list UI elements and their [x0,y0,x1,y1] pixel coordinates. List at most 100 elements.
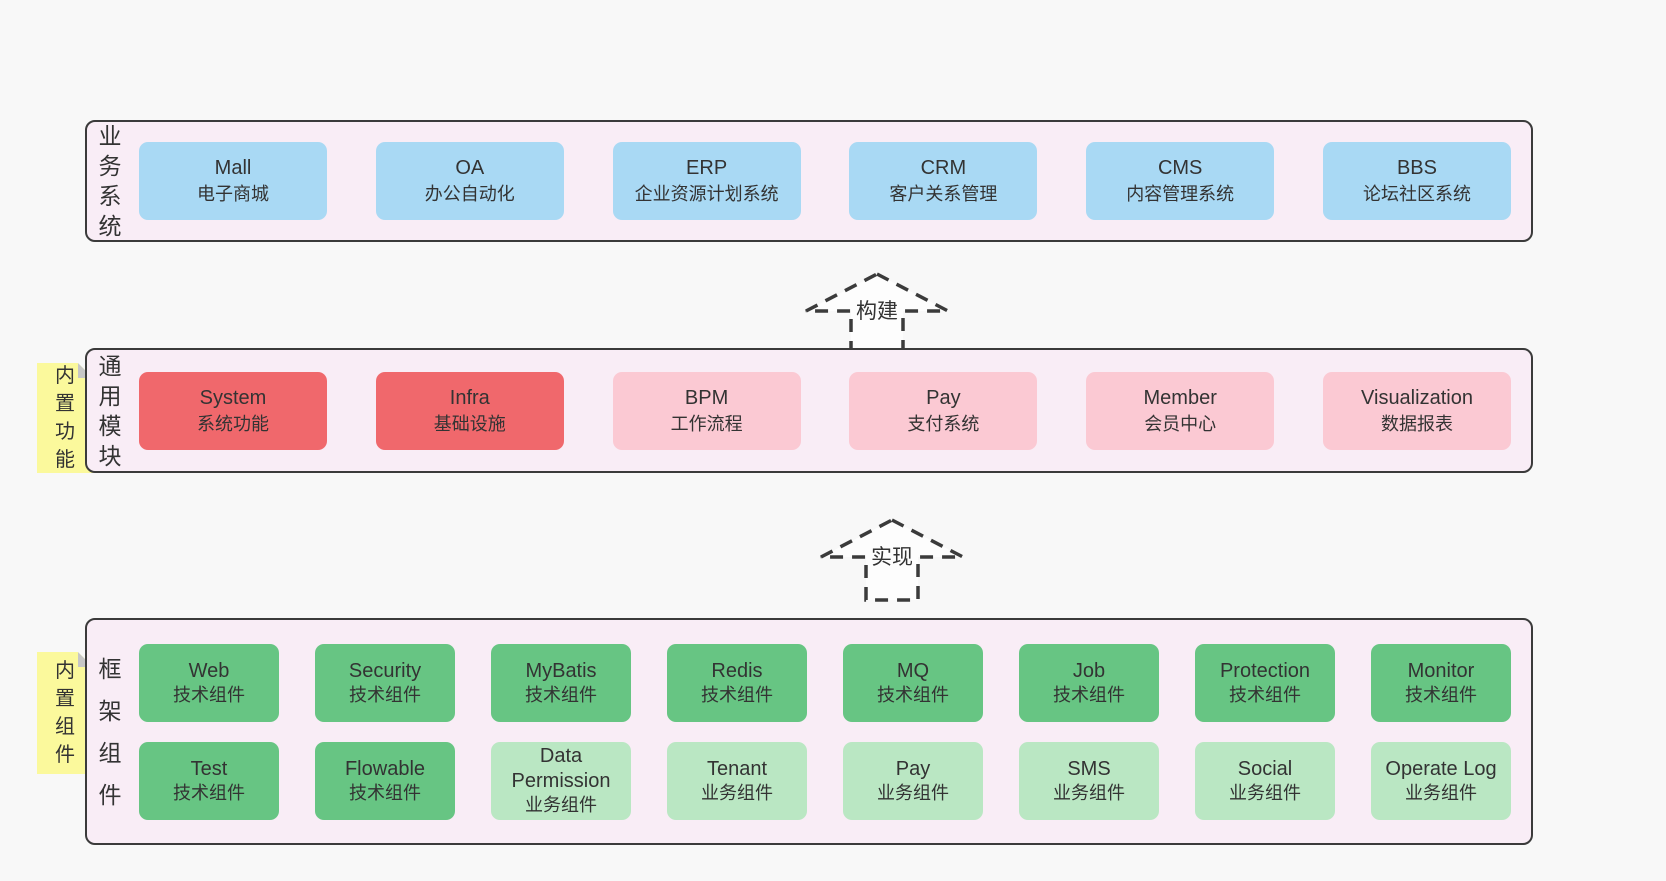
box-subtitle: 技术组件 [349,782,421,803]
common-modules-boxes: System 系统功能 Infra 基础设施 BPM 工作流程 Pay 支付系统… [133,350,1531,471]
box-title: ERP [686,157,728,180]
business-systems-boxes: Mall 电子商城 OA 办公自动化 ERP 企业资源计划系统 CRM 客户关系… [133,122,1531,240]
box-subtitle: 业务组件 [877,782,949,803]
component-box-test: Test 技术组件 [139,741,279,820]
box-title: Flowable [344,757,426,780]
box-title: Operate Log [1385,757,1497,780]
box-subtitle: 办公自动化 [424,184,515,205]
box-subtitle: 技术组件 [877,684,949,705]
box-subtitle: 技术组件 [701,684,773,705]
module-box-member: Member 会员中心 [1086,371,1275,450]
box-subtitle: 工作流程 [670,413,743,434]
box-subtitle: 会员中心 [1144,413,1217,434]
box-title: Data Permission [511,745,611,793]
box-subtitle: 技术组件 [1405,684,1477,705]
component-box-web: Web 技术组件 [139,643,279,722]
box-title: System [199,386,267,409]
business-box-bbs: BBS 论坛社区系统 [1322,142,1511,220]
box-title: OA [455,157,485,180]
component-box-social: Social 业务组件 [1195,741,1335,820]
component-box-sms: SMS 业务组件 [1019,741,1159,820]
box-subtitle: 电子商城 [197,184,269,205]
module-box-system: System 系统功能 [139,371,327,450]
box-subtitle: 业务组件 [701,782,773,803]
business-box-cms: CMS 内容管理系统 [1086,142,1275,220]
box-subtitle: 业务组件 [1053,782,1125,803]
component-box-pay: Pay 业务组件 [843,741,983,820]
common-modules-label: 通用模块 [98,352,122,469]
box-subtitle: 业务组件 [1405,782,1477,803]
component-box-security: Security 技术组件 [315,643,455,722]
box-title: Monitor [1407,659,1475,682]
box-title: BBS [1396,157,1437,180]
box-title: SMS [1067,757,1111,780]
box-title: Pay [895,757,931,780]
box-subtitle: 技术组件 [173,782,245,803]
box-title: Mall [214,157,252,180]
box-subtitle: 基础设施 [433,413,506,434]
box-title: BPM [684,386,729,409]
component-box-job: Job 技术组件 [1019,643,1159,722]
box-subtitle: 客户关系管理 [889,184,998,205]
box-title: Protection [1219,659,1311,682]
box-subtitle: 企业资源计划系统 [634,184,779,205]
box-title: Security [348,659,422,682]
box-subtitle: 论坛社区系统 [1362,184,1471,205]
business-box-oa: OA 办公自动化 [375,142,564,220]
components-row-1: Web 技术组件 Security 技术组件 MyBatis 技术组件 Redi… [139,643,1511,722]
box-title: Job [1072,659,1106,682]
box-subtitle: 技术组件 [1229,684,1301,705]
box-subtitle: 技术组件 [1053,684,1125,705]
framework-components-label: 框架组件 [98,655,122,808]
common-modules-layer: 通用模块 System 系统功能 Infra 基础设施 BPM 工作流程 Pay… [85,348,1533,473]
box-title: Infra [449,386,490,409]
box-title: MQ [896,659,930,682]
implement-arrow-icon: 实现 [818,517,966,603]
box-subtitle: 技术组件 [349,684,421,705]
module-box-pay: Pay 支付系统 [849,371,1038,450]
box-title: Social [1237,757,1293,780]
component-box-monitor: Monitor 技术组件 [1371,643,1511,722]
module-box-visualization: Visualization 数据报表 [1322,371,1511,450]
box-title: Member [1143,386,1217,409]
framework-components-boxes: Web 技术组件 Security 技术组件 MyBatis 技术组件 Redi… [133,620,1531,843]
box-subtitle: 系统功能 [197,413,269,434]
box-title: Visualization [1361,386,1473,409]
business-box-erp: ERP 企业资源计划系统 [612,142,801,220]
box-subtitle: 支付系统 [907,413,980,434]
component-box-flowable: Flowable 技术组件 [315,741,455,820]
components-row-2: Test 技术组件 Flowable 技术组件 Data Permission … [139,741,1511,820]
module-box-infra: Infra 基础设施 [375,371,564,450]
business-systems-layer: 业务系统 Mall 电子商城 OA 办公自动化 ERP 企业资源计划系统 CRM… [85,120,1533,242]
box-title: MyBatis [525,659,597,682]
box-subtitle: 技术组件 [525,684,597,705]
box-title: Web [188,659,230,682]
business-systems-label: 业务系统 [98,123,122,239]
component-box-mq: MQ 技术组件 [843,643,983,722]
component-box-operate-log: Operate Log 业务组件 [1371,741,1511,820]
box-title: Redis [711,659,763,682]
component-box-data-permission: Data Permission 业务组件 [491,741,631,820]
box-title: Tenant [706,757,768,780]
build-arrow-label: 构建 [853,295,901,325]
box-title: CRM [920,157,967,180]
built-in-functions-note: 内置功能 [37,363,93,473]
box-subtitle: 内容管理系统 [1126,184,1235,205]
box-subtitle: 业务组件 [1229,782,1301,803]
component-box-tenant: Tenant 业务组件 [667,741,807,820]
component-box-mybatis: MyBatis 技术组件 [491,643,631,722]
box-subtitle: 业务组件 [525,795,597,816]
implement-arrow-label: 实现 [868,541,916,571]
box-subtitle: 技术组件 [173,684,245,705]
business-box-crm: CRM 客户关系管理 [849,142,1038,220]
note-label: 内置组件 [55,660,75,766]
build-arrow-icon: 构建 [803,271,951,357]
box-title: Test [190,757,228,780]
box-title: Pay [926,386,961,409]
framework-components-layer: 框架组件 Web 技术组件 Security 技术组件 MyBatis 技术组件… [85,618,1533,845]
note-label: 内置功能 [55,365,75,471]
component-box-redis: Redis 技术组件 [667,643,807,722]
box-subtitle: 数据报表 [1380,413,1453,434]
box-title: CMS [1157,157,1203,180]
built-in-components-note: 内置组件 [37,652,93,774]
